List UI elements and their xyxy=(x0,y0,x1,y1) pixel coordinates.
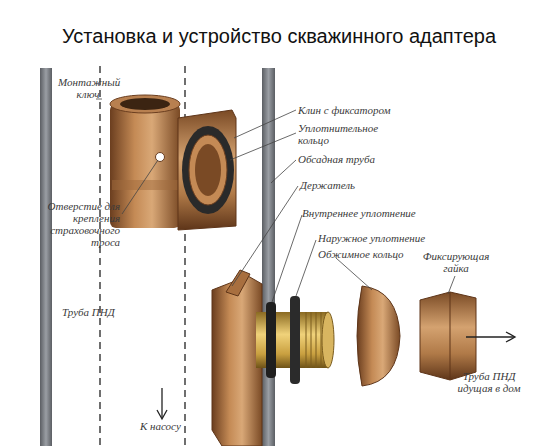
barrel-end xyxy=(322,312,334,368)
leader-lines xyxy=(96,99,455,302)
pipe-dashed-line xyxy=(99,66,100,446)
part-label: Обжимное кольцо xyxy=(318,248,438,260)
adapter-tee xyxy=(110,95,236,230)
flow-arrow xyxy=(157,388,167,419)
part-label: Фиксирующая гайка xyxy=(418,250,494,274)
part-label: Клин с фиксатором xyxy=(298,104,428,116)
nut-body xyxy=(420,292,476,380)
part-label: Труба ПНД идущая в дом xyxy=(454,370,524,394)
flow-arrow xyxy=(466,332,515,342)
part-label: Монтажный ключ xyxy=(58,76,118,100)
tee-flange xyxy=(178,110,236,230)
diagram-title: Установка и устройство скважинного адапт… xyxy=(0,24,558,48)
cable-hole xyxy=(156,153,165,162)
flange-bore-inner xyxy=(195,144,221,196)
fixing-nut xyxy=(420,292,476,380)
part-label: Обсадная труба xyxy=(298,153,428,165)
compression-ring xyxy=(357,286,400,386)
part-label: Внутреннее уплотнение xyxy=(302,207,462,219)
tee-band xyxy=(112,180,178,190)
tee-body xyxy=(110,104,180,228)
holder-hook xyxy=(226,270,250,296)
seal-ring xyxy=(182,126,234,214)
flange-bore xyxy=(189,135,227,205)
inner-seal xyxy=(266,302,276,378)
tee-rim xyxy=(110,95,180,113)
part-label: Труба ПНД xyxy=(62,306,132,318)
casing-wall xyxy=(40,68,52,446)
adapter-holder xyxy=(212,270,334,446)
holder-plate xyxy=(212,276,262,446)
tee-opening xyxy=(120,98,170,110)
nut-edge xyxy=(450,292,451,380)
outer-seal xyxy=(290,296,300,384)
part-label: К насосу xyxy=(140,420,210,432)
part-label: Наружное уплотнение xyxy=(318,232,478,244)
part-label: Держатель xyxy=(300,179,420,191)
part-label: Отверстие для крепления страховочного тр… xyxy=(36,200,120,248)
part-label: Уплотнительное кольцо xyxy=(298,122,388,146)
